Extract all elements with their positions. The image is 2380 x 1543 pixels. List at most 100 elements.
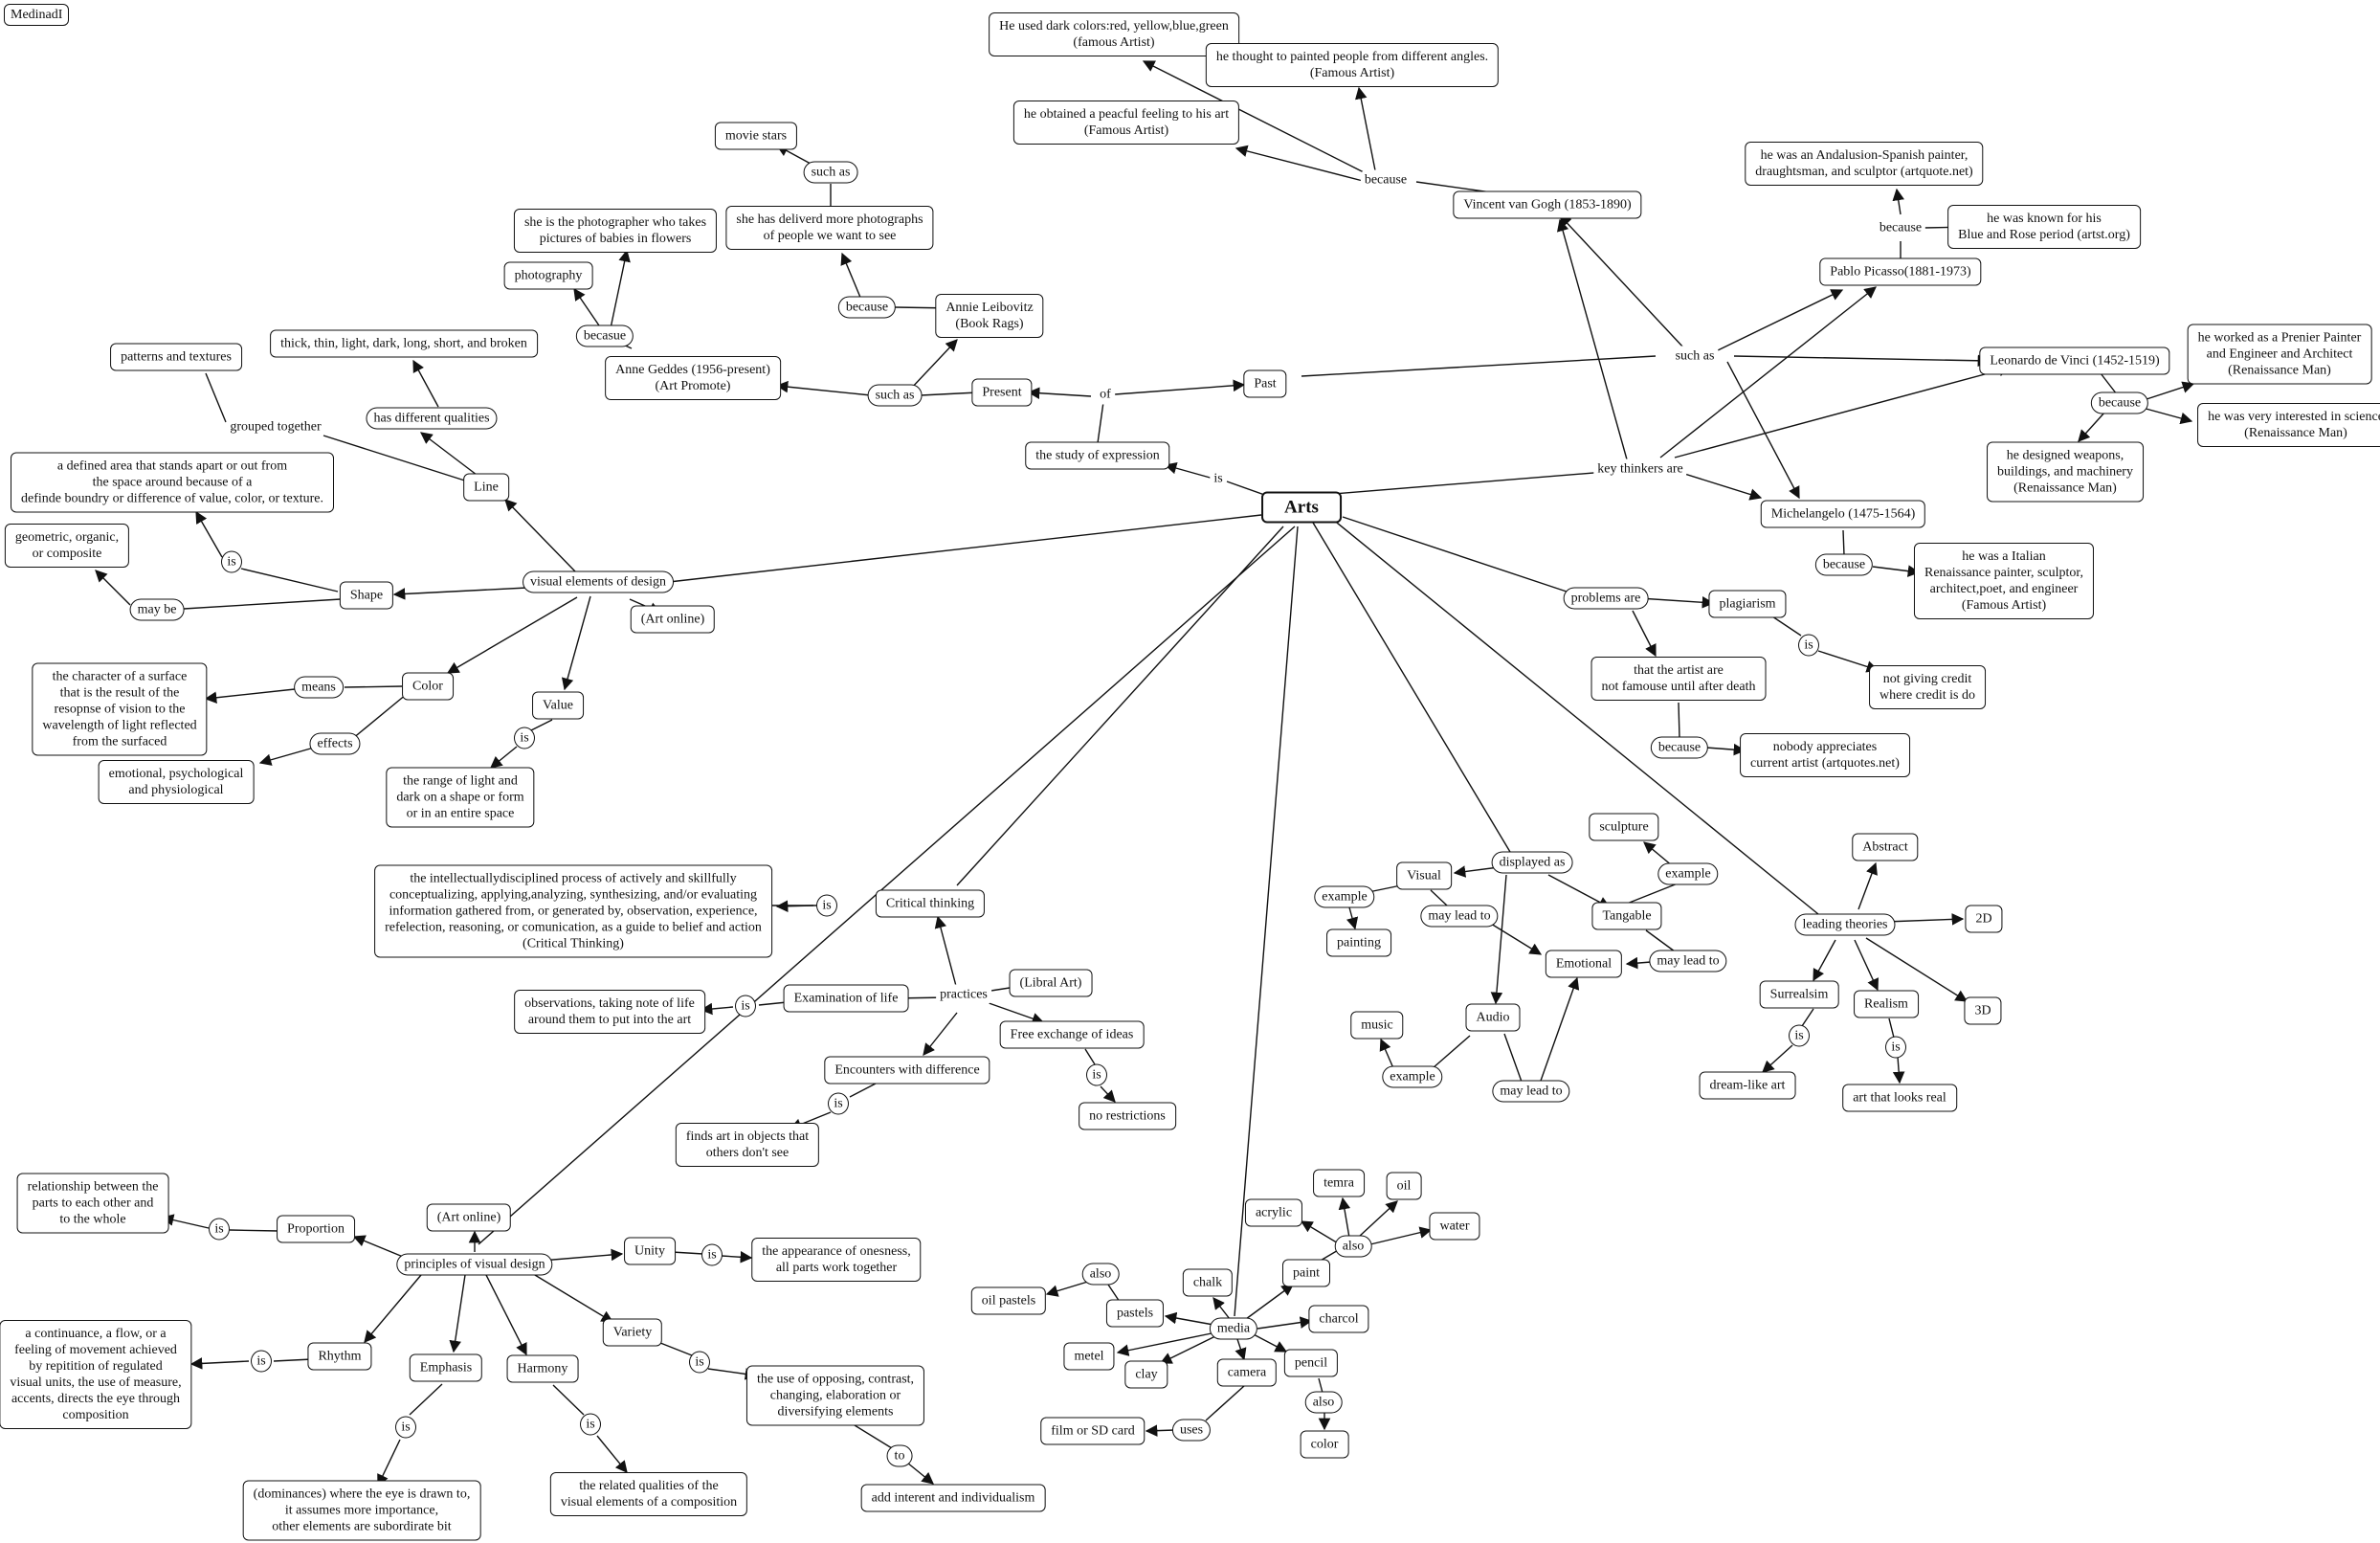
node-libral-art[interactable]: (Libral Art) — [1009, 969, 1093, 997]
node-3d[interactable]: 3D — [1964, 996, 2002, 1025]
node-paint[interactable]: paint — [1282, 1259, 1330, 1287]
node-andalusian-painter[interactable]: he was an Andalusion-Spanish painter, dr… — [1745, 142, 1984, 186]
node-metel[interactable]: metel — [1063, 1342, 1115, 1371]
node-critical-definition[interactable]: the intellectuallydisciplined process of… — [374, 864, 772, 958]
connector-line — [1632, 610, 1657, 658]
node-geometric-organic[interactable]: geometric, organic, or composite — [4, 524, 130, 568]
node-encounters-difference[interactable]: Encounters with difference — [824, 1056, 990, 1085]
node-harmony[interactable]: Harmony — [506, 1354, 579, 1383]
node-realism[interactable]: Realism — [1854, 990, 1919, 1018]
node-study-of-expression[interactable]: the study of expression — [1025, 441, 1170, 470]
node-emphasis[interactable]: Emphasis — [409, 1353, 483, 1382]
node-patterns-textures[interactable]: patterns and textures — [110, 343, 242, 371]
node-opposing-contrast[interactable]: the use of opposing, contrast, changing,… — [745, 1365, 925, 1426]
node-chalk[interactable]: chalk — [1182, 1268, 1234, 1297]
node-movie-stars[interactable]: movie stars — [714, 122, 798, 150]
node-free-exchange[interactable]: Free exchange of ideas — [999, 1020, 1145, 1049]
node-nobody-appreciates[interactable]: nobody appreciates current artist (artqu… — [1740, 733, 1910, 777]
node-2d[interactable]: 2D — [1965, 905, 2003, 933]
node-color[interactable]: Color — [402, 672, 454, 701]
node-critical-thinking[interactable]: Critical thinking — [875, 889, 986, 918]
node-color-pencil[interactable]: color — [1300, 1430, 1349, 1459]
node-premier-painter[interactable]: he worked as a Prenier Painter and Engin… — [2187, 324, 2372, 385]
node-present[interactable]: Present — [971, 378, 1033, 407]
arts-root-node[interactable]: Arts — [1261, 491, 1342, 524]
connector-line — [1205, 1385, 1245, 1421]
node-emotional[interactable]: Emotional — [1545, 950, 1623, 978]
node-painting[interactable]: painting — [1326, 928, 1391, 957]
node-water[interactable]: water — [1429, 1212, 1480, 1241]
node-dark-colors[interactable]: He used dark colors:red, yellow,blue,gre… — [989, 12, 1239, 56]
node-proportion[interactable]: Proportion — [277, 1215, 355, 1243]
node-related-qualities[interactable]: the related qualities of the visual elem… — [549, 1472, 748, 1516]
node-camera[interactable]: camera — [1216, 1358, 1278, 1387]
node-past[interactable]: Past — [1243, 369, 1287, 398]
node-emotional-psych[interactable]: emotional, psychological and physiologic… — [98, 760, 255, 804]
node-charcol[interactable]: charcol — [1308, 1305, 1369, 1333]
node-peaceful-feeling[interactable]: he obtained a peacful feeling to his art… — [1012, 101, 1240, 145]
node-leonardo-da-vinci[interactable]: Leonardo de Vinci (1452-1519) — [1979, 347, 2170, 375]
node-dream-like-art[interactable]: dream-like art — [1699, 1071, 1796, 1100]
node-line[interactable]: Line — [463, 473, 509, 502]
node-thick-thin[interactable]: thick, thin, light, dark, long, short, a… — [270, 329, 538, 358]
connector-line — [1300, 1220, 1341, 1245]
node-variety[interactable]: Variety — [602, 1318, 663, 1347]
node-photography[interactable]: photography — [503, 261, 593, 290]
node-photographer-babies[interactable]: she is the photographer who takes pictur… — [513, 209, 718, 253]
node-character-surface[interactable]: the character of a surface that is the r… — [32, 662, 208, 756]
node-art-online-elements[interactable]: (Art online) — [630, 605, 716, 634]
node-examination-of-life[interactable]: Examination of life — [783, 984, 909, 1013]
node-observations[interactable]: observations, taking note of life around… — [514, 990, 705, 1034]
node-defined-area[interactable]: a defined area that stands apart or out … — [11, 452, 334, 513]
node-temra[interactable]: temra — [1313, 1169, 1365, 1197]
node-pastels[interactable]: pastels — [1105, 1299, 1165, 1328]
node-not-giving-credit[interactable]: not giving credit where credit is do — [1869, 665, 1986, 709]
node-no-restrictions[interactable]: no restrictions — [1079, 1102, 1176, 1130]
node-different-angles[interactable]: he thought to painted people from differ… — [1205, 43, 1500, 87]
node-visual[interactable]: Visual — [1396, 861, 1452, 890]
connector-line — [161, 1214, 210, 1229]
connector-line — [258, 747, 315, 766]
node-oil-pastels[interactable]: oil pastels — [970, 1286, 1047, 1315]
node-relationship-parts[interactable]: relationship between the parts to each o… — [16, 1173, 169, 1234]
connector-line — [1888, 1017, 1895, 1039]
node-not-famous[interactable]: that the artist are not famouse until af… — [1590, 657, 1767, 701]
node-unity[interactable]: Unity — [624, 1237, 676, 1265]
node-interested-science[interactable]: he was very interested in science (Renai… — [2197, 403, 2380, 447]
node-plagiarism[interactable]: plagiarism — [1708, 590, 1787, 618]
node-audio[interactable]: Audio — [1465, 1003, 1521, 1032]
connector-line — [920, 391, 979, 396]
node-pencil[interactable]: pencil — [1283, 1349, 1339, 1377]
node-abstract[interactable]: Abstract — [1852, 833, 1919, 861]
node-sculpture[interactable]: sculpture — [1589, 813, 1659, 841]
node-continuance[interactable]: a continuance, a flow, or a feeling of m… — [0, 1320, 192, 1429]
node-dominances[interactable]: (dominances) where the eye is drawn to, … — [242, 1480, 481, 1541]
node-art-online-principles[interactable]: (Art online) — [426, 1203, 512, 1232]
node-finds-art[interactable]: finds art in objects that others don't s… — [675, 1123, 820, 1167]
node-surrealism[interactable]: Surrealsim — [1759, 980, 1839, 1009]
node-interest-individualism[interactable]: add interent and individualism — [860, 1484, 1046, 1512]
node-onesness[interactable]: the appearance of onesness, all parts wo… — [751, 1238, 922, 1282]
node-anne-geddes[interactable]: Anne Geddes (1956-present) (Art Promote) — [605, 356, 781, 400]
node-value[interactable]: Value — [532, 691, 584, 720]
node-tangable[interactable]: Tangable — [1591, 902, 1662, 930]
node-clay[interactable]: clay — [1124, 1360, 1168, 1389]
node-italian-renaissance[interactable]: he was a Italian Renaissance painter, sc… — [1913, 543, 2095, 619]
connector-line — [1659, 286, 1877, 458]
node-pablo-picasso[interactable]: Pablo Picasso(1881-1973) — [1819, 257, 1982, 286]
node-rhythm[interactable]: Rhythm — [307, 1342, 372, 1371]
connector-line — [409, 1383, 443, 1416]
node-art-looks-real[interactable]: art that looks real — [1842, 1084, 1957, 1112]
node-film-sd-card[interactable]: film or SD card — [1040, 1417, 1146, 1445]
node-music[interactable]: music — [1350, 1011, 1404, 1040]
node-blue-rose-period[interactable]: he was known for his Blue and Rose perio… — [1947, 205, 2141, 249]
node-delivered-photographs[interactable]: she has deliverd more photographs of peo… — [725, 206, 934, 250]
node-annie-leibovitz[interactable]: Annie Leibovitz (Book Rags) — [935, 294, 1044, 338]
node-vincent-van-gogh[interactable]: Vincent van Gogh (1853-1890) — [1453, 190, 1642, 219]
node-acrylic[interactable]: acrylic — [1244, 1198, 1303, 1227]
node-light-dark-range[interactable]: the range of light and dark on a shape o… — [386, 767, 535, 828]
node-oil[interactable]: oil — [1386, 1172, 1422, 1200]
node-shape[interactable]: Shape — [339, 581, 394, 610]
node-michelangelo[interactable]: Michelangelo (1475-1564) — [1760, 500, 1926, 528]
node-designed-weapons[interactable]: he designed weapons, buildings, and mach… — [1987, 441, 2144, 503]
